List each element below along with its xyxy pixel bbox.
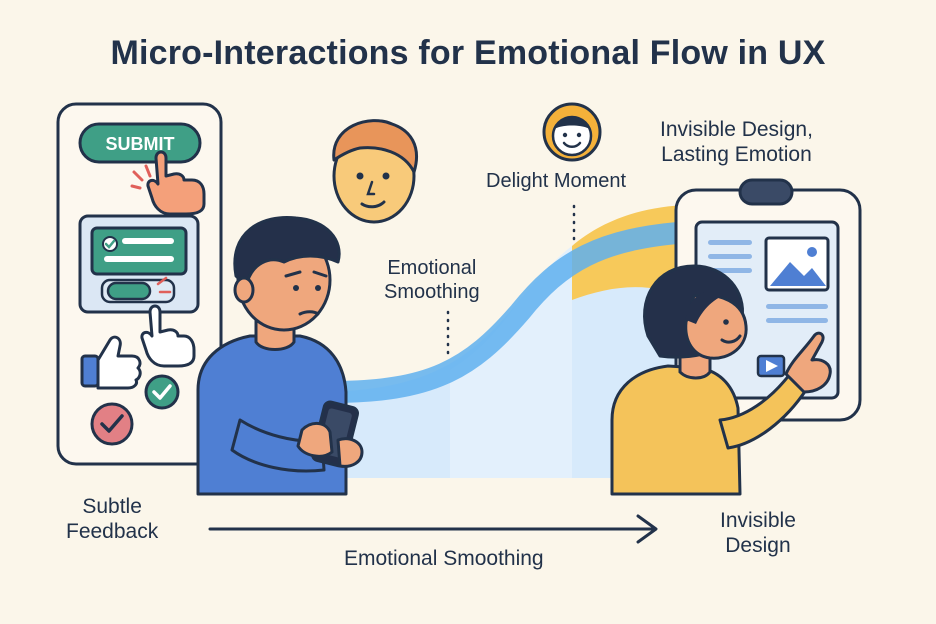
dotted-leaders — [446, 204, 576, 360]
label-invisible-design-bottom: Invisible Design — [720, 509, 796, 558]
delight-face-avatar — [542, 102, 602, 162]
tablet-top-handle — [738, 178, 794, 206]
page-title: Micro-Interactions for Emotional Flow in… — [110, 34, 826, 72]
progression-arrow — [208, 514, 658, 544]
flow-band-stroke — [319, 221, 701, 403]
person-with-phone — [196, 215, 364, 496]
feedback-card — [78, 214, 200, 314]
left-interaction-panel: SUBMIT — [56, 102, 223, 466]
label-invisible-design-lasting-emotion: Invisible Design, Lasting Emotion — [660, 118, 813, 167]
label-emotional-smoothing-mid: Emotional Smoothing — [384, 257, 480, 303]
image-icon — [764, 236, 830, 292]
label-delight-moment: Delight Moment — [486, 170, 627, 192]
hand-outline-pointer — [140, 304, 196, 368]
label-subtle-feedback: Subtle Feedback — [66, 495, 159, 544]
submit-button[interactable]: SUBMIT — [78, 122, 202, 164]
success-check-icon — [144, 374, 180, 410]
emotional-flow-band — [319, 205, 701, 478]
label-emotional-smoothing-bottom: Emotional Smoothing — [344, 547, 544, 570]
video-play-icon — [756, 354, 786, 378]
flow-band-mid-fill — [450, 246, 572, 478]
confirm-check-icon — [90, 402, 134, 446]
hand-pointer-icon — [146, 150, 206, 216]
thumbs-up-icon — [80, 335, 142, 390]
submit-button-label: SUBMIT — [106, 134, 175, 154]
uncertain-face-avatar — [332, 119, 419, 224]
person-using-tablet — [610, 264, 832, 496]
tap-sparks — [130, 164, 152, 190]
